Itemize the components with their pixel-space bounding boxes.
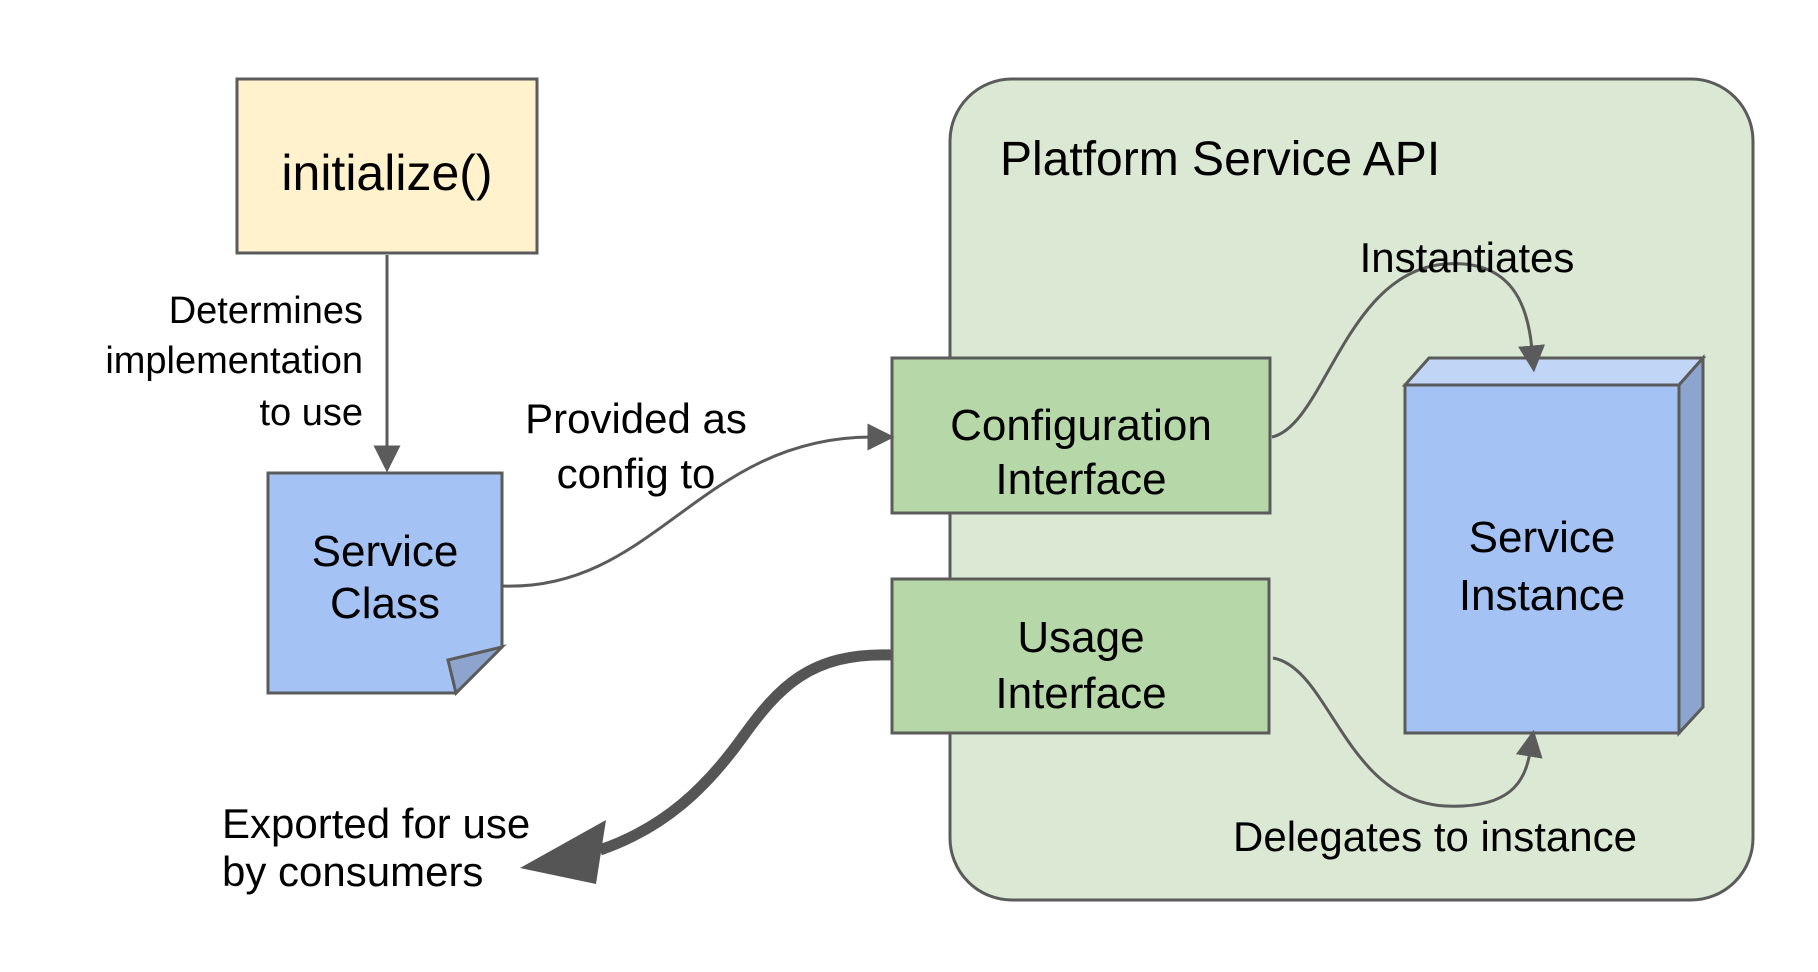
provided-label-line1: Provided as	[525, 395, 747, 442]
usage-interface-box	[890, 577, 1271, 735]
node-initialize: initialize()	[235, 77, 539, 255]
configuration-interface-label-line1: Configuration	[950, 401, 1212, 450]
service-class-label-line2: Class	[330, 579, 440, 628]
label-delegates-to-instance: Delegates to instance	[1233, 813, 1637, 860]
service-class-note-fold	[446, 644, 507, 696]
determines-label-line1: Determines	[169, 290, 363, 332]
platform-container-title: Platform Service API	[1000, 133, 1440, 186]
configuration-interface-box	[890, 356, 1272, 515]
arrow-configuration-to-instance	[1271, 262, 1546, 439]
usage-interface-label-line1: Usage	[1017, 613, 1144, 662]
exported-label-line2: by consumers	[222, 848, 483, 895]
initialize-label: initialize()	[281, 145, 492, 201]
determines-label-line3: to use	[259, 392, 363, 434]
service-instance-label-line2: Instance	[1459, 571, 1625, 620]
arrow-usage-to-instance	[1272, 656, 1543, 808]
node-configuration-interface: Configuration Interface	[890, 356, 1272, 515]
exported-label-line1: Exported for use	[222, 800, 530, 847]
label-provided-as-config: Provided as config to	[525, 395, 747, 497]
node-service-class: Service Class	[266, 471, 507, 696]
service-class-label-line1: Service	[312, 527, 459, 576]
determines-label-line2: implementation	[105, 340, 363, 382]
service-instance-label-line1: Service	[1469, 513, 1616, 562]
usage-interface-label-line2: Interface	[995, 669, 1166, 718]
label-determines-implementation: Determines implementation to use	[105, 290, 363, 434]
export-arrow-head	[520, 820, 606, 884]
label-instantiates: Instantiates	[1360, 234, 1575, 281]
export-arrow-shaft	[598, 649, 893, 856]
node-service-instance: Service Instance	[1401, 354, 1707, 737]
label-exported-for-use: Exported for use by consumers	[222, 800, 530, 895]
initialize-box	[235, 77, 539, 255]
service-instance-side-face	[1677, 354, 1705, 737]
edge-usage-exported	[520, 649, 893, 884]
node-usage-interface: Usage Interface	[890, 577, 1271, 735]
configuration-interface-label-line2: Interface	[995, 455, 1166, 504]
provided-label-line2: config to	[557, 450, 716, 497]
service-instance-top-face	[1401, 356, 1707, 387]
arrow-service-class-to-configuration	[501, 423, 895, 588]
